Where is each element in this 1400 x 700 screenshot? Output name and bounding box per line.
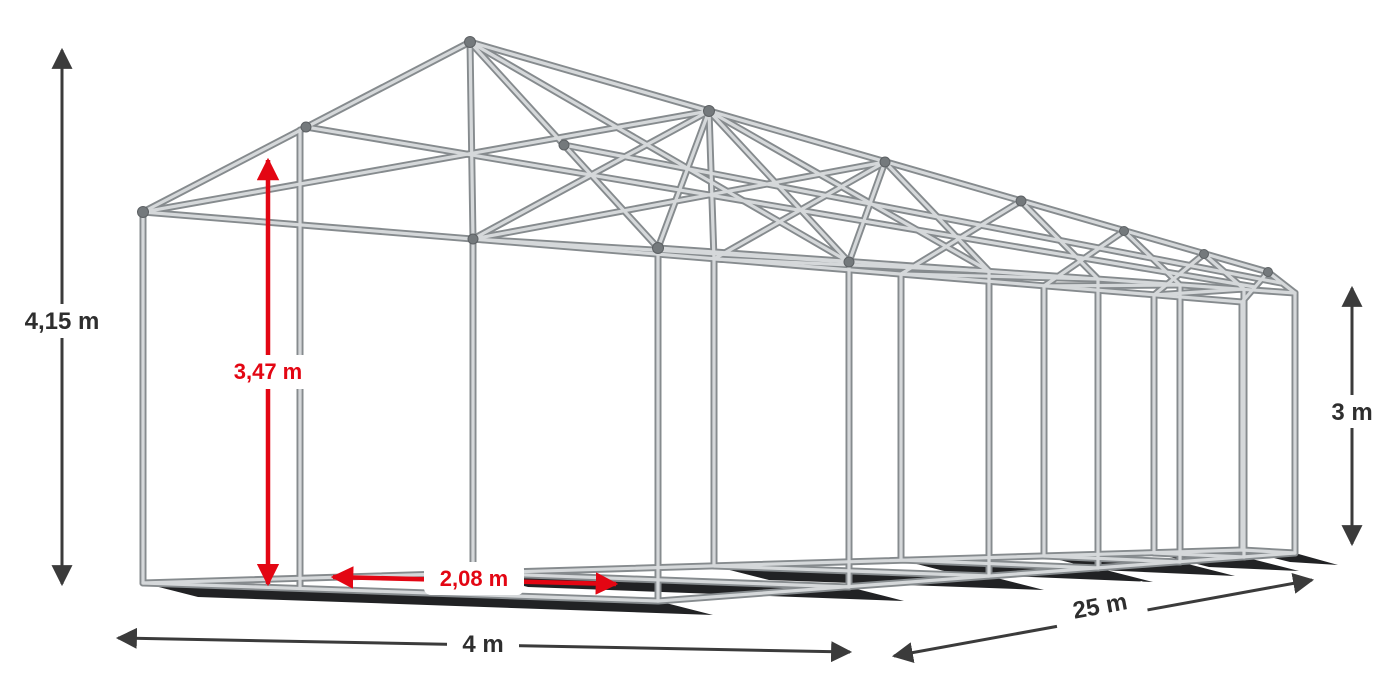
side-height-label: 3 m	[1331, 399, 1372, 426]
width-label: 4 m	[462, 631, 503, 658]
frame-joints	[137, 36, 1273, 277]
tent-frame	[143, 42, 1295, 601]
length-label-bg	[1051, 580, 1149, 631]
width-label-bg	[447, 627, 519, 660]
total-height-label-bg	[16, 304, 108, 338]
width-dimension: 4 m	[115, 627, 853, 663]
passage-width-dimension: 2,08 m	[330, 562, 619, 595]
inner-height-label-bg	[220, 355, 317, 389]
passage-width-label-bg	[424, 562, 524, 595]
side-height-dimension: 3 m	[1320, 285, 1384, 547]
inner-height-dimension: 3,47 m	[220, 157, 317, 587]
total-height-label: 4,15 m	[25, 308, 100, 335]
inner-height-label: 3,47 m	[234, 359, 303, 384]
side-height-label-bg	[1320, 395, 1384, 428]
total-height-dimension: 4,15 m	[16, 47, 108, 587]
passage-width-label: 2,08 m	[440, 566, 509, 591]
length-dimension: 25 m	[891, 573, 1315, 663]
